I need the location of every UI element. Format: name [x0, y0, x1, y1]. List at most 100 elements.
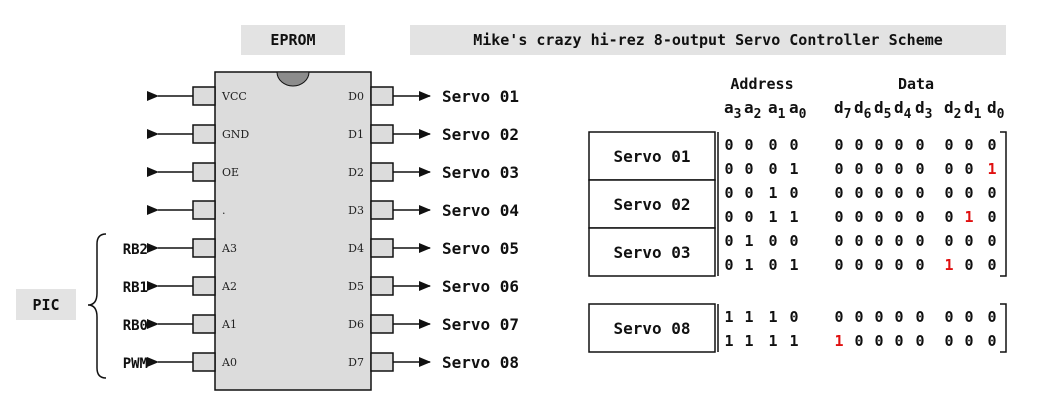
data-bit: 0: [964, 256, 973, 274]
data-bit: 0: [915, 256, 924, 274]
left-pin-label: GND: [222, 128, 249, 141]
data-bit: 0: [894, 256, 903, 274]
bit-header: d4: [894, 98, 912, 122]
group-label-cell: [588, 179, 716, 229]
data-bit: 0: [854, 136, 863, 154]
data-bit: 0: [834, 256, 843, 274]
pic-signal-label: PWM: [123, 356, 148, 372]
left-pin-pad: [192, 162, 216, 182]
right-pin-label: D4: [348, 242, 364, 255]
group-label: Servo 03: [613, 243, 690, 262]
right-pin-label: D2: [348, 166, 364, 179]
data-bit: 0: [915, 232, 924, 250]
address-bit: 0: [724, 256, 733, 274]
address-bit: 0: [768, 232, 777, 250]
servo-output-label: Servo 07: [442, 315, 519, 334]
bit-header: d1: [964, 98, 982, 122]
data-bit: 0: [854, 208, 863, 226]
servo-output-label: Servo 03: [442, 163, 519, 182]
pic-signal-label: RB0: [123, 318, 148, 334]
address-bit: 0: [724, 184, 733, 202]
address-bit: 0: [724, 136, 733, 154]
data-bit: 0: [915, 136, 924, 154]
address-bit: 1: [724, 332, 733, 350]
servo-output-label: Servo 06: [442, 277, 519, 296]
servo-output-label: Servo 01: [442, 87, 519, 106]
left-pin-label: VCC: [221, 90, 247, 103]
chip-notch: [276, 71, 310, 87]
servo-output-label: Servo 04: [442, 201, 519, 220]
data-bit: 0: [944, 160, 953, 178]
address-bit: 0: [744, 136, 753, 154]
address-bit: 0: [744, 160, 753, 178]
left-pin-label: .: [222, 204, 226, 217]
data-bit: 0: [987, 256, 996, 274]
data-bit: 0: [874, 256, 883, 274]
right-pin-pad: [370, 238, 394, 258]
address-bit: 0: [724, 160, 733, 178]
address-bit: 1: [744, 232, 753, 250]
address-bit: 0: [789, 232, 798, 250]
servo-output-label: Servo 02: [442, 125, 519, 144]
right-pin-pad: [370, 314, 394, 334]
address-bit: 0: [744, 184, 753, 202]
left-pin-pad: [192, 200, 216, 220]
data-bit: 0: [834, 136, 843, 154]
data-bit: 1: [964, 208, 973, 226]
group-label: Servo 02: [613, 195, 690, 214]
right-pin-label: D1: [348, 128, 364, 141]
data-bit: 0: [915, 332, 924, 350]
data-bit: 0: [834, 208, 843, 226]
address-bit: 0: [768, 136, 777, 154]
bit-header: d3: [915, 98, 932, 122]
left-pin-pad: [192, 124, 216, 144]
left-pin-pad: [192, 314, 216, 334]
address-bit: 0: [768, 256, 777, 274]
pic-label: PIC: [16, 289, 76, 320]
bit-header: a3: [724, 98, 741, 122]
data-bit: 0: [915, 184, 924, 202]
data-bit: 0: [894, 308, 903, 326]
group-label-cell: [588, 227, 716, 277]
left-pin-pad: [192, 86, 216, 106]
data-bit: 0: [964, 184, 973, 202]
address-bit: 0: [789, 308, 798, 326]
data-bit: 0: [987, 184, 996, 202]
bit-header: d0: [987, 98, 1005, 122]
data-bit: 0: [874, 208, 883, 226]
value-bracket-right: [1000, 303, 1007, 353]
value-bracket-right: [1000, 131, 1007, 277]
data-bit: 1: [987, 160, 996, 178]
data-bit: 0: [944, 184, 953, 202]
address-bit: 1: [768, 332, 777, 350]
address-bit: 1: [744, 308, 753, 326]
right-pin-pad: [370, 276, 394, 296]
left-pin-pad: [192, 276, 216, 296]
group-label-cell: [588, 131, 716, 181]
data-bit: 0: [987, 308, 996, 326]
pic-signal-label: RB2: [123, 242, 148, 258]
address-bit: 1: [744, 332, 753, 350]
bit-header: a1: [768, 98, 786, 122]
data-bit: 0: [894, 136, 903, 154]
right-pin-pad: [370, 162, 394, 182]
left-pin-label: OE: [222, 166, 239, 179]
address-bit: 0: [789, 136, 798, 154]
bit-header: a2: [744, 98, 761, 122]
left-pin-pad: [192, 352, 216, 372]
data-bit: 0: [874, 184, 883, 202]
data-bit: 0: [874, 136, 883, 154]
left-pin-label: A0: [221, 356, 237, 369]
data-bit: 0: [834, 308, 843, 326]
eprom-chip-body: [214, 71, 372, 391]
data-bit: 0: [964, 136, 973, 154]
servo-output-label: Servo 05: [442, 239, 519, 258]
right-pin-label: D7: [348, 356, 364, 369]
data-bit: 0: [894, 332, 903, 350]
data-bit: 1: [944, 256, 953, 274]
address-bit: 1: [789, 160, 798, 178]
address-bit: 0: [744, 208, 753, 226]
